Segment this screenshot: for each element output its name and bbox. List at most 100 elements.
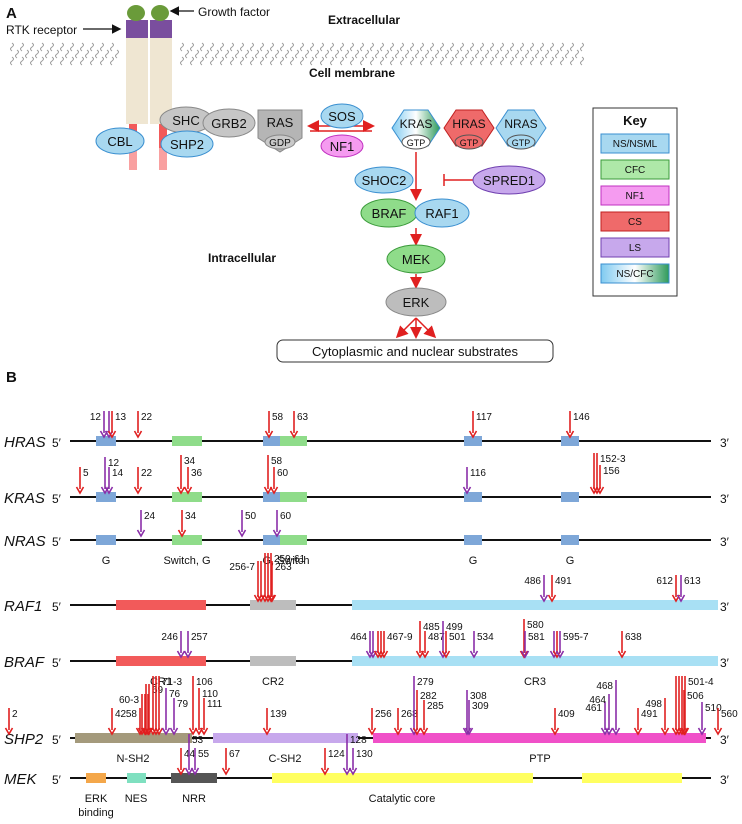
membrane-lipid bbox=[280, 56, 284, 66]
membrane-lipid bbox=[385, 49, 389, 59]
membrane-lipid bbox=[100, 42, 104, 52]
five-prime: 5′ bbox=[52, 656, 62, 670]
five-prime: 5′ bbox=[52, 773, 62, 787]
membrane-lipid bbox=[330, 56, 334, 66]
domain-label: N-SH2 bbox=[116, 753, 149, 765]
svg-text:NRAS: NRAS bbox=[504, 117, 537, 131]
membrane-lipid bbox=[40, 56, 44, 66]
svg-text:RAS: RAS bbox=[267, 115, 294, 130]
protein-domain bbox=[116, 656, 206, 666]
mutation-label: 467-9 bbox=[387, 632, 413, 643]
mutation-arrowhead bbox=[342, 767, 352, 776]
membrane-lipid bbox=[55, 49, 59, 59]
mutation-label: 612 bbox=[656, 576, 673, 587]
svg-text:CBL: CBL bbox=[107, 134, 132, 149]
membrane-lipid bbox=[10, 42, 14, 52]
domain-label: NES bbox=[125, 793, 148, 805]
mutation-label: 309 bbox=[472, 701, 489, 712]
mutation-arrowhead bbox=[595, 486, 605, 495]
mutation-arrowhead bbox=[183, 486, 193, 495]
growth-factor-label: Growth factor bbox=[198, 5, 270, 19]
membrane-lipid bbox=[525, 49, 529, 59]
membrane-lipid bbox=[70, 56, 74, 66]
membrane-lipid bbox=[90, 56, 94, 66]
membrane-lipid bbox=[200, 42, 204, 52]
node-hras: HRAS GTP bbox=[443, 109, 495, 150]
mutation-label: 42 bbox=[115, 709, 127, 720]
three-prime: 3′ bbox=[720, 733, 730, 747]
membrane-lipid bbox=[275, 49, 279, 59]
protein-domain bbox=[582, 773, 682, 783]
mutation-label: 58 bbox=[126, 709, 138, 720]
membrane-lipid bbox=[450, 42, 454, 52]
mutation-label: 510 bbox=[705, 703, 722, 714]
five-prime: 5′ bbox=[52, 492, 62, 506]
mutation-label: 491 bbox=[641, 709, 658, 720]
svg-text:NF1: NF1 bbox=[330, 139, 355, 154]
svg-text:SHP2: SHP2 bbox=[170, 137, 204, 152]
membrane-lipid bbox=[560, 56, 564, 66]
mutation-label: 76 bbox=[169, 689, 181, 700]
membrane-lipid bbox=[40, 42, 44, 52]
mutation-label: 79 bbox=[177, 699, 189, 710]
node-shoc2: SHOC2 bbox=[354, 166, 414, 194]
svg-text:SPRED1: SPRED1 bbox=[483, 173, 535, 188]
mutation-label: 128 bbox=[350, 735, 367, 746]
membrane-lipid bbox=[490, 56, 494, 66]
protein-domain bbox=[561, 436, 579, 446]
three-prime: 3′ bbox=[720, 773, 730, 787]
membrane-lipid bbox=[465, 49, 469, 59]
membrane-lipid bbox=[75, 49, 79, 59]
mutation-label: 501 bbox=[449, 632, 466, 643]
mutation-label: 613 bbox=[684, 576, 701, 587]
membrane-lipid bbox=[300, 42, 304, 52]
membrane-lipid bbox=[570, 56, 574, 66]
gene-name: MEK bbox=[4, 771, 38, 788]
svg-text:GRB2: GRB2 bbox=[211, 116, 246, 131]
mutation-arrowhead bbox=[555, 650, 565, 659]
mutation-arrowhead bbox=[468, 430, 478, 439]
membrane-lipid bbox=[250, 56, 254, 66]
mutation-label: 117 bbox=[476, 412, 492, 423]
five-prime: 5′ bbox=[52, 436, 62, 450]
protein-domain bbox=[280, 535, 307, 545]
membrane-lipid bbox=[300, 56, 304, 66]
mutation-label: 58 bbox=[271, 456, 283, 467]
mutation-arrowhead bbox=[679, 727, 689, 736]
svg-text:SHC: SHC bbox=[172, 113, 199, 128]
mutation-arrowhead bbox=[107, 430, 117, 439]
membrane-lipid bbox=[550, 42, 554, 52]
mutation-label: 461 bbox=[585, 703, 602, 714]
membrane-lipid bbox=[500, 56, 504, 66]
five-prime: 5′ bbox=[52, 600, 62, 614]
membrane-lipid bbox=[260, 56, 264, 66]
mutation-arrowhead bbox=[469, 650, 479, 659]
membrane-lipid bbox=[190, 56, 194, 66]
mutation-arrowhead bbox=[199, 727, 209, 736]
mutation-arrowhead bbox=[660, 727, 670, 736]
mutation-label: 34 bbox=[184, 456, 196, 467]
membrane-lipid bbox=[50, 42, 54, 52]
mutation-label: 60 bbox=[280, 511, 292, 522]
mutation-label: 534 bbox=[477, 632, 494, 643]
mutation-label: 308 bbox=[470, 691, 487, 702]
gene-name: NRAS bbox=[4, 533, 46, 550]
membrane-lipid bbox=[200, 56, 204, 66]
key-item-label: CFC bbox=[625, 165, 646, 176]
mutation-arrowhead bbox=[133, 486, 143, 495]
membrane-lipid bbox=[90, 42, 94, 52]
mutation-arrowhead bbox=[379, 650, 389, 659]
membrane-lipid bbox=[360, 56, 364, 66]
domain-label: ERK bbox=[85, 793, 108, 805]
gene-name: KRAS bbox=[4, 490, 45, 507]
mutation-arrowhead bbox=[188, 727, 198, 736]
mutation-arrowhead bbox=[237, 529, 247, 538]
domain-label: Switch, G bbox=[163, 555, 210, 567]
mutation-arrowhead bbox=[266, 594, 276, 603]
membrane-lipid bbox=[530, 42, 534, 52]
protein-domain bbox=[75, 733, 192, 743]
membrane-lipid bbox=[425, 49, 429, 59]
domain-label: G, Switch bbox=[262, 555, 309, 567]
mutation-arrowhead bbox=[269, 486, 279, 495]
svg-text:ERK: ERK bbox=[403, 295, 430, 310]
